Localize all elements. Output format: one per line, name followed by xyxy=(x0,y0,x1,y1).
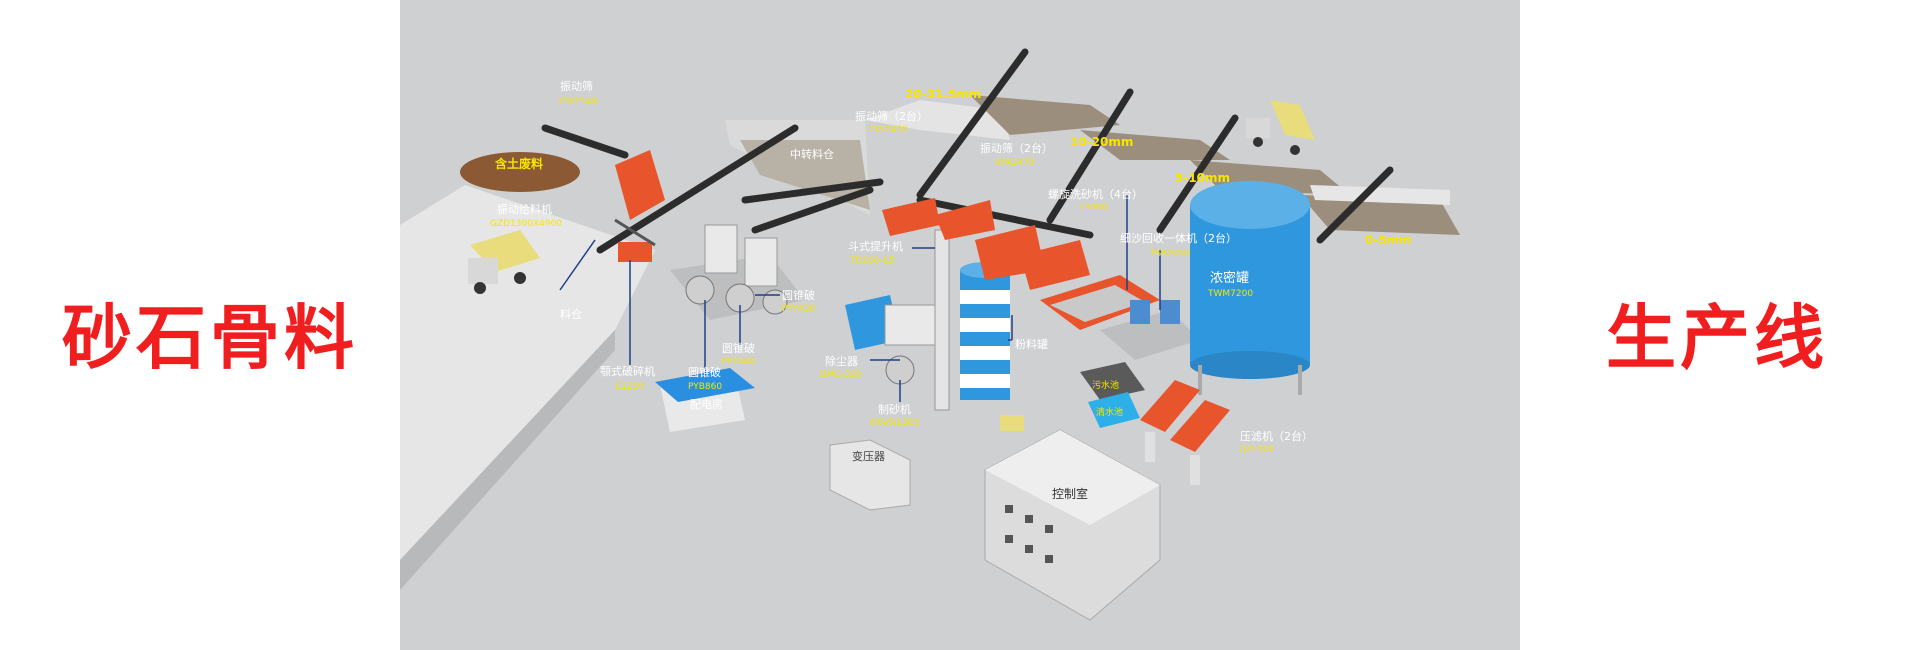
size-5-10: 5-10mm xyxy=(1175,171,1230,185)
model-cone-crusher-2: PYY440 xyxy=(722,357,756,367)
size-20-31: 20-31.5mm xyxy=(905,87,981,101)
conveyor-screen-out xyxy=(916,196,1094,239)
leader-lines xyxy=(559,195,1161,402)
label-cone-crusher-1: 圆锥破 xyxy=(688,365,721,379)
label-control-room: 控制室 xyxy=(1052,486,1088,501)
label-silo: 料仓 xyxy=(560,307,582,321)
conveyor-20-31 xyxy=(916,48,1029,199)
conveyor-10-20 xyxy=(1046,88,1134,224)
terrace-top xyxy=(400,185,655,560)
label-filter-press: 压滤机（2台） xyxy=(1240,429,1313,443)
stockpile-10-20 xyxy=(1080,130,1230,160)
model-filter-press: QYL500 xyxy=(1240,445,1275,455)
model-cone-crusher-1: PYB860 xyxy=(688,382,722,392)
label-transformer: 变压器 xyxy=(852,449,885,463)
label-cone-crusher-2: 圆锥破 xyxy=(722,341,755,355)
screening-units xyxy=(882,198,1090,290)
stockpile-0-5 xyxy=(1300,195,1460,235)
plant-diagram: 含土废料 振动筛 2YA1548 振动给料机 GZD1300X4900 料仓 颚… xyxy=(400,0,1520,650)
bucket-elevator-column xyxy=(934,229,950,411)
label-vibrating-screen-4: 振动筛（2台） xyxy=(980,141,1053,155)
feeder-jaw-crusher xyxy=(614,150,665,262)
model-bucket-elevator: TD160-15 xyxy=(849,256,894,266)
heading-left: 砂石骨料 xyxy=(62,297,358,379)
size-10-20: 10-20mm xyxy=(1070,135,1133,149)
label-sand-maker: 制砂机 xyxy=(878,402,911,416)
model-thickener: TWM7200 xyxy=(1207,289,1253,299)
powder-tank xyxy=(960,262,1010,400)
back-wall-1 xyxy=(865,100,1010,140)
label-powder-tank: 粉料罐 xyxy=(1015,337,1048,351)
dump-truck-left xyxy=(468,230,540,294)
label-dust-collector: 除尘器 xyxy=(825,354,858,368)
label-sewage-pool: 污水池 xyxy=(1092,379,1119,391)
model-vibrating-screen-2: 2YA2470 xyxy=(868,125,908,135)
label-clear-water-pool: 清水池 xyxy=(1096,406,1123,418)
terrace-side xyxy=(400,330,615,590)
model-vibrating-feeder: GZD1300X4900 xyxy=(490,219,562,229)
label-transfer-bin: 中转料仓 xyxy=(790,147,834,161)
label-power-room: 配电房 xyxy=(690,398,723,411)
size-0-5: 0-5mm xyxy=(1365,233,1412,247)
model-fine-sand-recycler: TSS2050 xyxy=(1149,249,1190,259)
label-thickener: 浓密罐 xyxy=(1210,270,1249,286)
label-fine-sand-recycler: 细沙回收一体机（2台） xyxy=(1120,231,1237,245)
model-vibrating-screen-top: 2YA1548 xyxy=(558,97,598,107)
conveyor-5-10 xyxy=(1156,114,1239,234)
thickener-tank xyxy=(1190,181,1310,395)
model-vibrating-screen-4: 4YA2470 xyxy=(995,158,1035,168)
soil-waste-pile xyxy=(460,152,580,192)
transformer-box xyxy=(829,439,911,511)
label-vibrating-screen-top: 振动筛 xyxy=(560,79,593,93)
dust-collector-unit xyxy=(845,295,936,385)
label-cone-crusher-3: 圆锥破 xyxy=(782,288,815,302)
model-cone-crusher-3: PYY430 xyxy=(782,304,816,314)
model-dust-collector: DMC-320 xyxy=(820,370,862,380)
conveyor-screen-link xyxy=(741,178,884,204)
transfer-bin-floor xyxy=(740,140,870,210)
label-spiral-sand-washer: 螺旋洗砂机（4台） xyxy=(1048,187,1143,201)
conveyor-bin-out xyxy=(751,186,874,234)
filter-presses xyxy=(1140,380,1230,485)
clear-water-pool xyxy=(1088,392,1140,428)
label-soil-waste: 含土废料 xyxy=(495,156,543,171)
label-vibrating-feeder: 振动给料机 xyxy=(497,202,552,216)
sewage-pool xyxy=(1080,362,1145,400)
conveyor-0-5 xyxy=(1316,166,1394,244)
power-room xyxy=(655,368,755,432)
model-spiral-sand-washer: LS900 xyxy=(1080,203,1108,213)
label-bucket-elevator: 斗式提升机 xyxy=(848,239,903,253)
dump-truck-right xyxy=(1246,100,1315,155)
conveyor-feed xyxy=(541,124,629,159)
back-wall-2 xyxy=(1310,185,1450,205)
crusher-platform xyxy=(670,224,805,320)
label-vibrating-screen-2: 振动筛（2台） xyxy=(855,109,928,123)
model-sand-maker: 6XVSI1263 xyxy=(870,418,919,428)
sand-washers xyxy=(1040,275,1200,360)
label-jaw-crusher: 颚式破碎机 xyxy=(600,364,655,378)
small-truck xyxy=(1000,415,1024,431)
stockpile-20-31 xyxy=(970,95,1120,135)
heading-right: 生产线 xyxy=(1606,297,1828,379)
model-jaw-crusher: C1250 xyxy=(615,382,644,392)
control-room xyxy=(984,429,1161,621)
